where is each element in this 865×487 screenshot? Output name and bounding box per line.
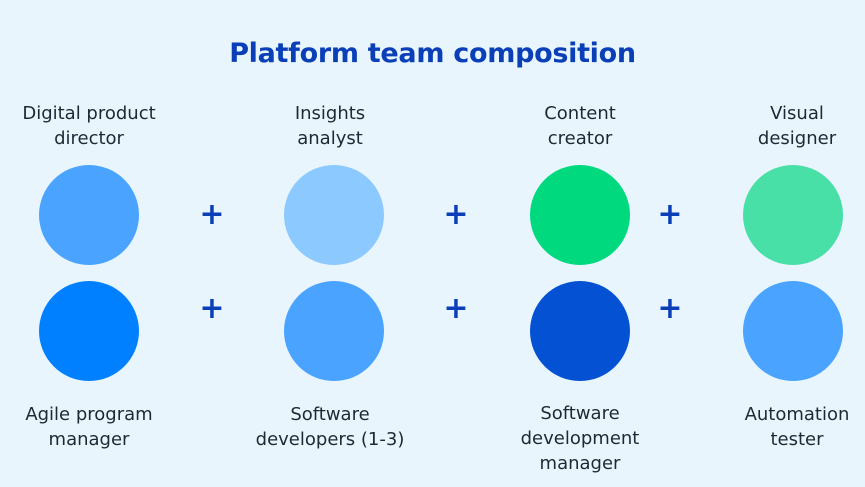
label-automation-tester: Automation tester [744, 404, 850, 450]
plus-icon: + [199, 197, 225, 232]
circle-agile-program-manager [39, 281, 139, 381]
label-visual-designer: Visual designer [757, 103, 837, 149]
plus-icon: + [443, 291, 469, 326]
label-agile-program-manager: Agile program manager [25, 404, 153, 450]
plus-icon: + [199, 291, 225, 326]
plus-icon: + [657, 197, 683, 232]
circle-insights-analyst [284, 165, 384, 265]
circle-automation-tester [743, 281, 843, 381]
label-insights-analyst: Insights analyst [294, 103, 366, 149]
circle-visual-designer [743, 165, 843, 265]
label-software-developers: Software developers (1-3) [255, 404, 405, 450]
plus-icon: + [443, 197, 469, 232]
page-title: Platform team composition [229, 38, 636, 69]
label-software-development-manager: Software development manager [520, 403, 640, 474]
circle-software-developers [284, 281, 384, 381]
circle-content-creator [530, 165, 630, 265]
circle-digital-product-director [39, 165, 139, 265]
circle-software-development-manager [530, 281, 630, 381]
plus-icon: + [657, 291, 683, 326]
label-content-creator: Content creator [544, 103, 616, 149]
label-digital-product-director: Digital product director [22, 103, 156, 149]
